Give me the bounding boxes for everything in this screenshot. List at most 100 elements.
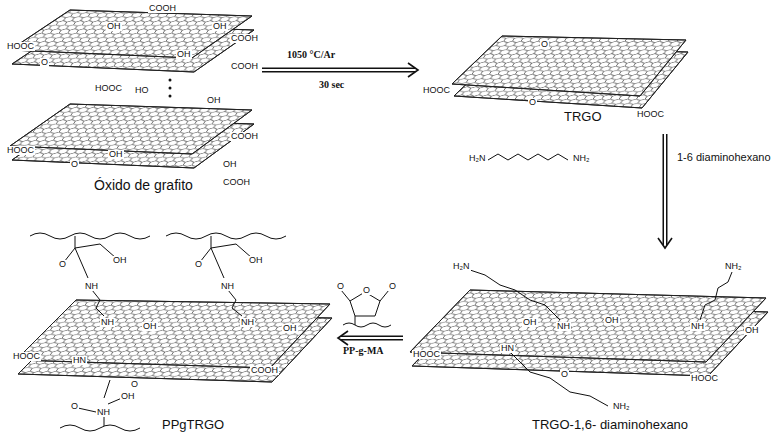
- amide-bond: [64, 236, 75, 262]
- arrow-rail: [341, 336, 403, 341]
- graphene-sheet: [10, 10, 254, 168]
- chemical-group: OH: [212, 22, 228, 31]
- chemical-group: OH: [106, 22, 122, 31]
- condition-label: 1050 °C/Ar: [286, 50, 336, 60]
- arrow-head: [338, 331, 348, 345]
- chemical-group: NH: [556, 322, 571, 331]
- chemical-group: NH₂: [572, 154, 591, 163]
- chemical-group: O: [40, 58, 49, 67]
- reaction-arrow: [338, 331, 403, 345]
- amine-chains: [470, 270, 732, 406]
- chemical-group: O: [336, 282, 345, 291]
- chemical-group: HN: [500, 344, 515, 353]
- condition-label: 30 sec: [318, 80, 345, 90]
- chemical-group: OH: [248, 256, 264, 265]
- chemical-group: HOOC: [690, 374, 719, 383]
- arrow-head: [658, 238, 672, 248]
- sheet-front: [452, 36, 686, 96]
- polymer-chain: [60, 425, 140, 431]
- amide-bond: [200, 236, 211, 262]
- chemical-group: HOOC: [12, 352, 41, 361]
- alkyl-chain: [700, 272, 732, 320]
- chemical-group: HOOC: [6, 42, 35, 51]
- reagent-label: PP-g-MA: [342, 346, 385, 356]
- alkyl-chain: [510, 352, 608, 406]
- arrow-gap: [664, 134, 666, 245]
- chemical-group: HOOC: [6, 146, 35, 155]
- structure-node: TRGO-1,6- diaminohexano: [405, 250, 775, 438]
- alkyl-chain: [470, 270, 560, 320]
- chemical-group: O: [194, 260, 203, 269]
- chemical-group: HN: [72, 356, 87, 365]
- diamine-molecule: [488, 154, 568, 160]
- amide-bond: [78, 408, 96, 412]
- acid-bond: [211, 244, 252, 258]
- chemical-group: O: [528, 98, 537, 107]
- chemical-group: NH₂: [724, 262, 743, 271]
- graphene-sheet: [452, 36, 688, 108]
- chemical-group: O: [130, 380, 139, 389]
- chemical-group: OH: [282, 324, 298, 333]
- chemical-group: NH: [84, 282, 99, 291]
- alkyl-chain: [92, 290, 104, 316]
- chemical-group: OH: [206, 96, 222, 105]
- chemical-group: H₂N: [468, 154, 487, 163]
- structure-caption: TRGO-1,6- diaminohexano: [530, 418, 690, 432]
- chemical-group: HOOC: [412, 350, 441, 359]
- grafted-chains: [30, 233, 286, 431]
- anhydride-ring: [350, 292, 380, 316]
- polymer-chain: [343, 323, 391, 327]
- sheet-front: [16, 300, 330, 368]
- chemical-group: OH: [222, 160, 238, 169]
- chemical-group: OH: [120, 392, 136, 401]
- polymer-chain: [30, 233, 150, 239]
- chemical-group: OH: [744, 326, 760, 335]
- amide-bond: [75, 248, 88, 278]
- graphene-sheet: [410, 290, 768, 376]
- graphene-sheet: [16, 300, 332, 382]
- chemical-group: COOH: [230, 34, 259, 43]
- chemical-group: COOH: [222, 178, 251, 187]
- chemical-group: H₂N: [452, 262, 471, 271]
- chemical-group: OH: [522, 318, 538, 327]
- carbonyl-bond: [380, 290, 389, 301]
- chemical-group: HOOC: [422, 86, 451, 95]
- graft-bond: [355, 316, 356, 325]
- chemical-group: NH: [220, 282, 235, 291]
- chemical-group: O: [560, 370, 569, 379]
- chemical-group: COOH: [250, 366, 279, 375]
- chemical-group: OH: [108, 150, 124, 159]
- chemical-group: COOH: [148, 4, 177, 13]
- reaction-arrow: [658, 134, 672, 248]
- arrow-gap: [262, 69, 415, 71]
- alkyl-chain: [228, 290, 242, 316]
- sheet-front: [10, 104, 252, 154]
- chemical-group: NH: [100, 318, 115, 327]
- alkyl-chain: [104, 380, 110, 398]
- chemical-group: O: [70, 402, 79, 411]
- structure-caption: PPgTRGO: [160, 418, 226, 432]
- chemical-group: O: [362, 286, 371, 295]
- chemical-group: O: [58, 260, 67, 269]
- chemical-group: O: [70, 160, 79, 169]
- chemical-group: OH: [142, 322, 158, 331]
- chemical-group: COOH: [230, 132, 259, 141]
- structure-node: PPgTRGO: [2, 232, 336, 438]
- arrow-rail: [663, 134, 668, 245]
- sheet-front: [16, 300, 330, 368]
- structure-caption: Óxido de grafito: [92, 178, 195, 193]
- chemical-group: NH: [690, 322, 705, 331]
- sheet-front: [452, 36, 686, 96]
- acid-bond: [75, 244, 116, 258]
- anhydride-molecule: [341, 290, 391, 327]
- chemical-group: O: [540, 40, 549, 49]
- amide-bond: [211, 248, 224, 278]
- dot: [169, 79, 172, 82]
- reaction-arrow: [262, 63, 418, 77]
- chemical-group: HO: [134, 86, 150, 95]
